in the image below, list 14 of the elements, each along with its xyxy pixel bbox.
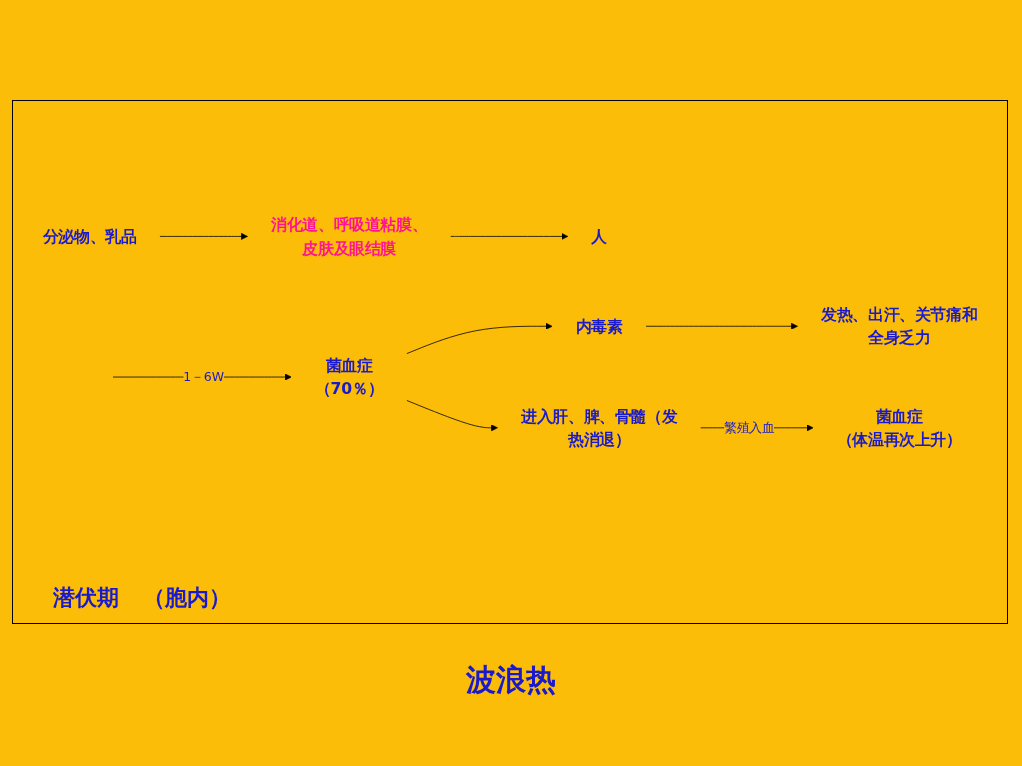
note-text: （胞内） [143, 584, 231, 612]
edge-label: 1－6W [183, 369, 225, 384]
node-text: 进入肝、脾、骨髓（发热消退） [521, 406, 678, 449]
node-text: 菌血症 （体温再次上升） [836, 406, 962, 449]
node-text: 发热、出汗、关节痛和全身乏力 [821, 305, 978, 348]
node-text: 消化道、呼吸道粘膜、皮肤及眼结膜 [271, 215, 428, 258]
caption: 波浪热 [465, 661, 557, 699]
node-text: 分泌物、乳品 [42, 226, 137, 246]
node-text: 菌血症 （70％） [314, 355, 384, 399]
node-text: 人 [591, 226, 607, 246]
edge-label: 繁殖入血 [724, 419, 775, 435]
node-text: 内毒素 [575, 316, 623, 336]
note-text: 潜伏期 [53, 584, 119, 612]
diagram-frame: 1－6W 繁殖入血 分泌物、乳品 消化道、呼吸道粘膜、皮肤及眼结膜 人 菌血症 （70％） 内毒素 发热、出汗、关节痛和全身乏力 进入肝、脾、骨髓（发热消退） 菌血症 （体温再次上升） 潜伏期 （胞内） [12, 100, 1008, 624]
